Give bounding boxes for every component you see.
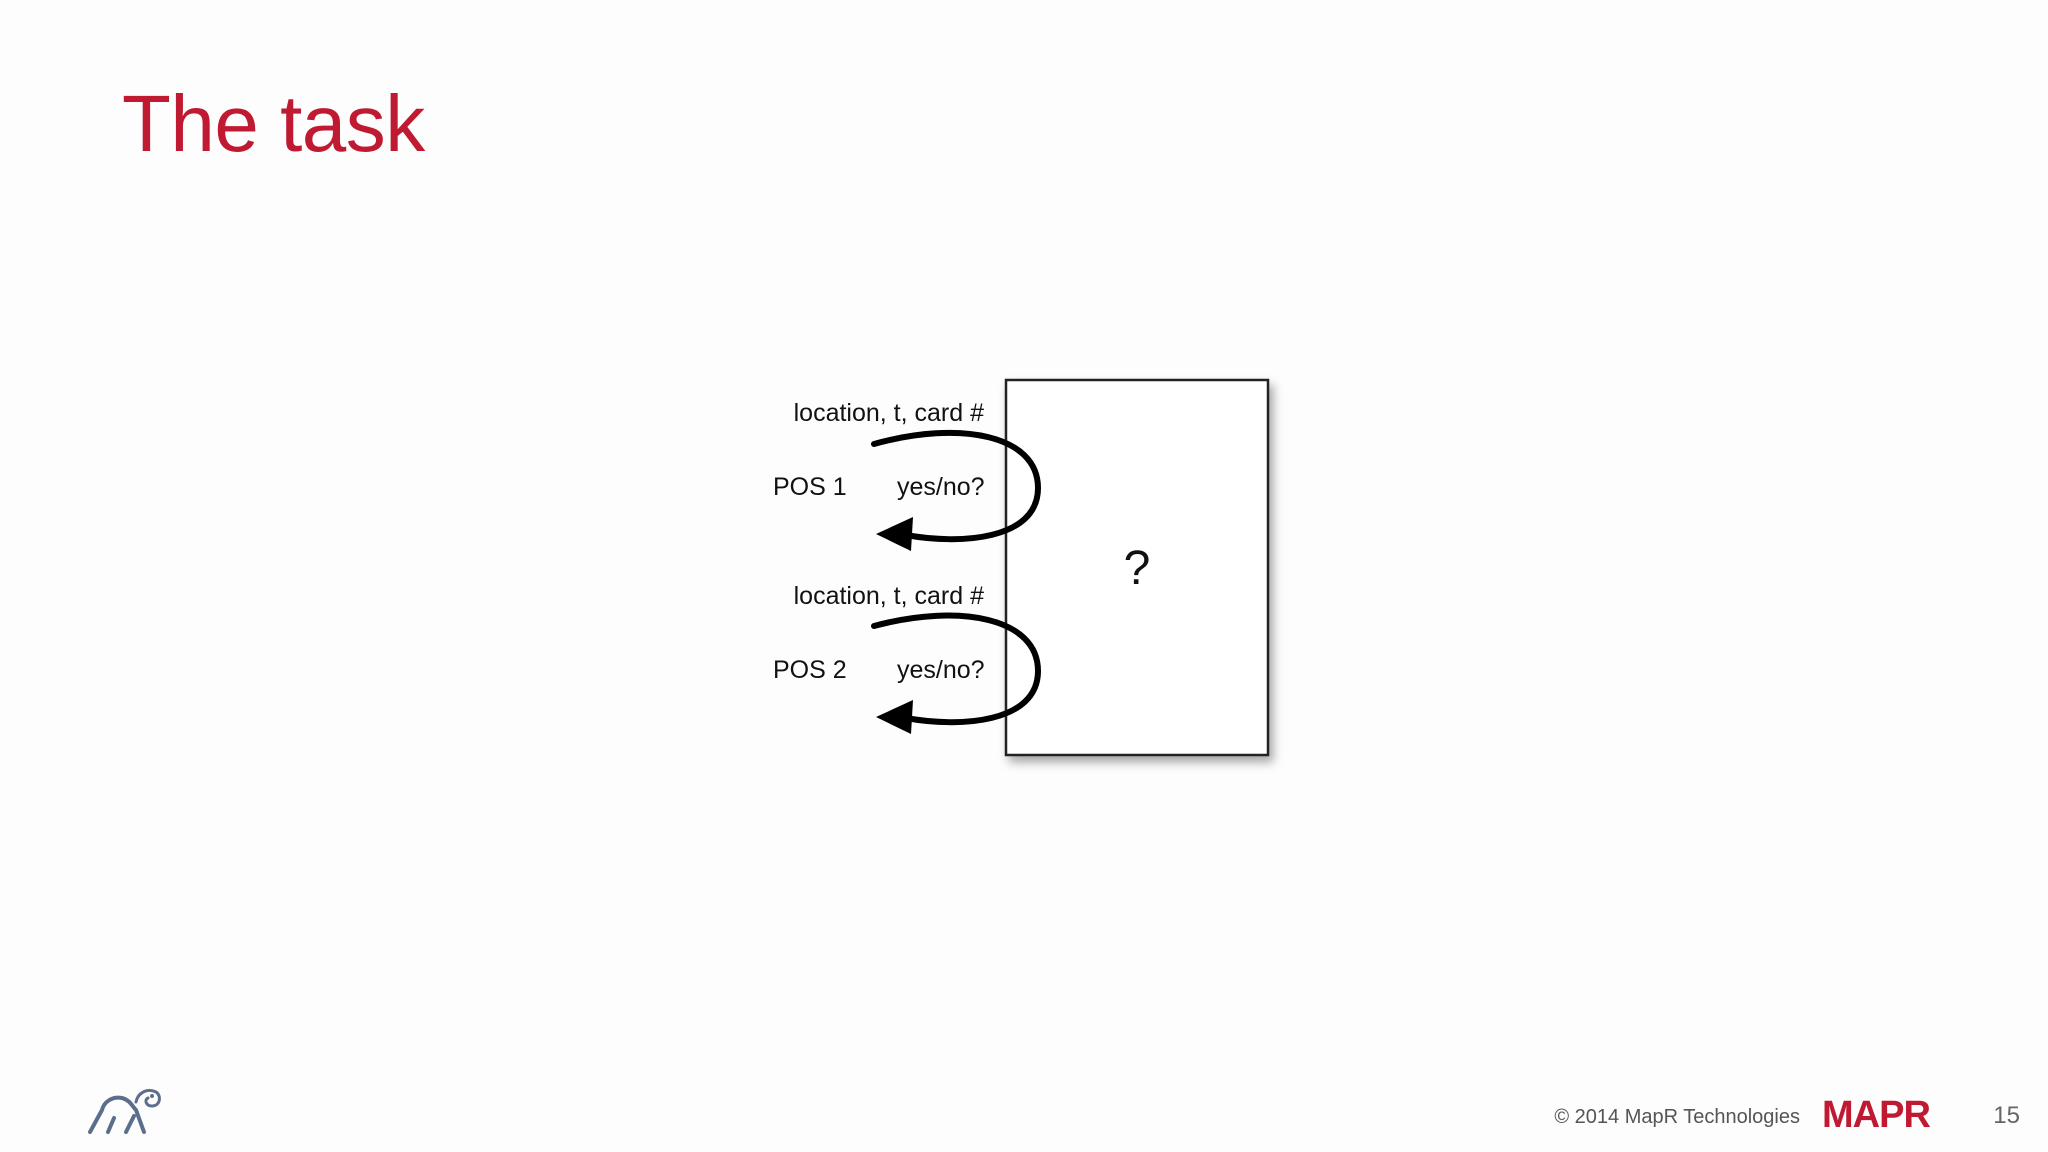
arrowhead — [876, 700, 913, 734]
source-label: POS 2 — [773, 656, 847, 684]
source-label: POS 1 — [773, 473, 847, 501]
round-trip-arrow — [871, 429, 1042, 543]
copyright-text: © 2014 MapR Technologies — [1554, 1106, 1800, 1128]
mapr-logo: MAPR — [1822, 1094, 1931, 1134]
black-box-label: ? — [1124, 542, 1151, 595]
black-box — [1004, 378, 1270, 757]
request-label: location, t, card # — [794, 582, 984, 610]
interaction-pos-2: location, t, card # POS 2 yes/no? — [773, 582, 1042, 734]
request-label: location, t, card # — [794, 399, 984, 427]
round-trip-arrow — [871, 612, 1042, 726]
page-number: 15 — [1993, 1102, 2020, 1129]
response-label: yes/no? — [897, 473, 985, 501]
arrowhead — [876, 517, 913, 551]
interaction-pos-1: location, t, card # POS 1 yes/no? — [773, 399, 1042, 551]
response-label: yes/no? — [897, 656, 985, 684]
elephant-logo-icon — [88, 1088, 161, 1134]
slide-title: The task — [122, 79, 425, 168]
mapr-logo-text: MAPR — [1822, 1094, 1930, 1134]
